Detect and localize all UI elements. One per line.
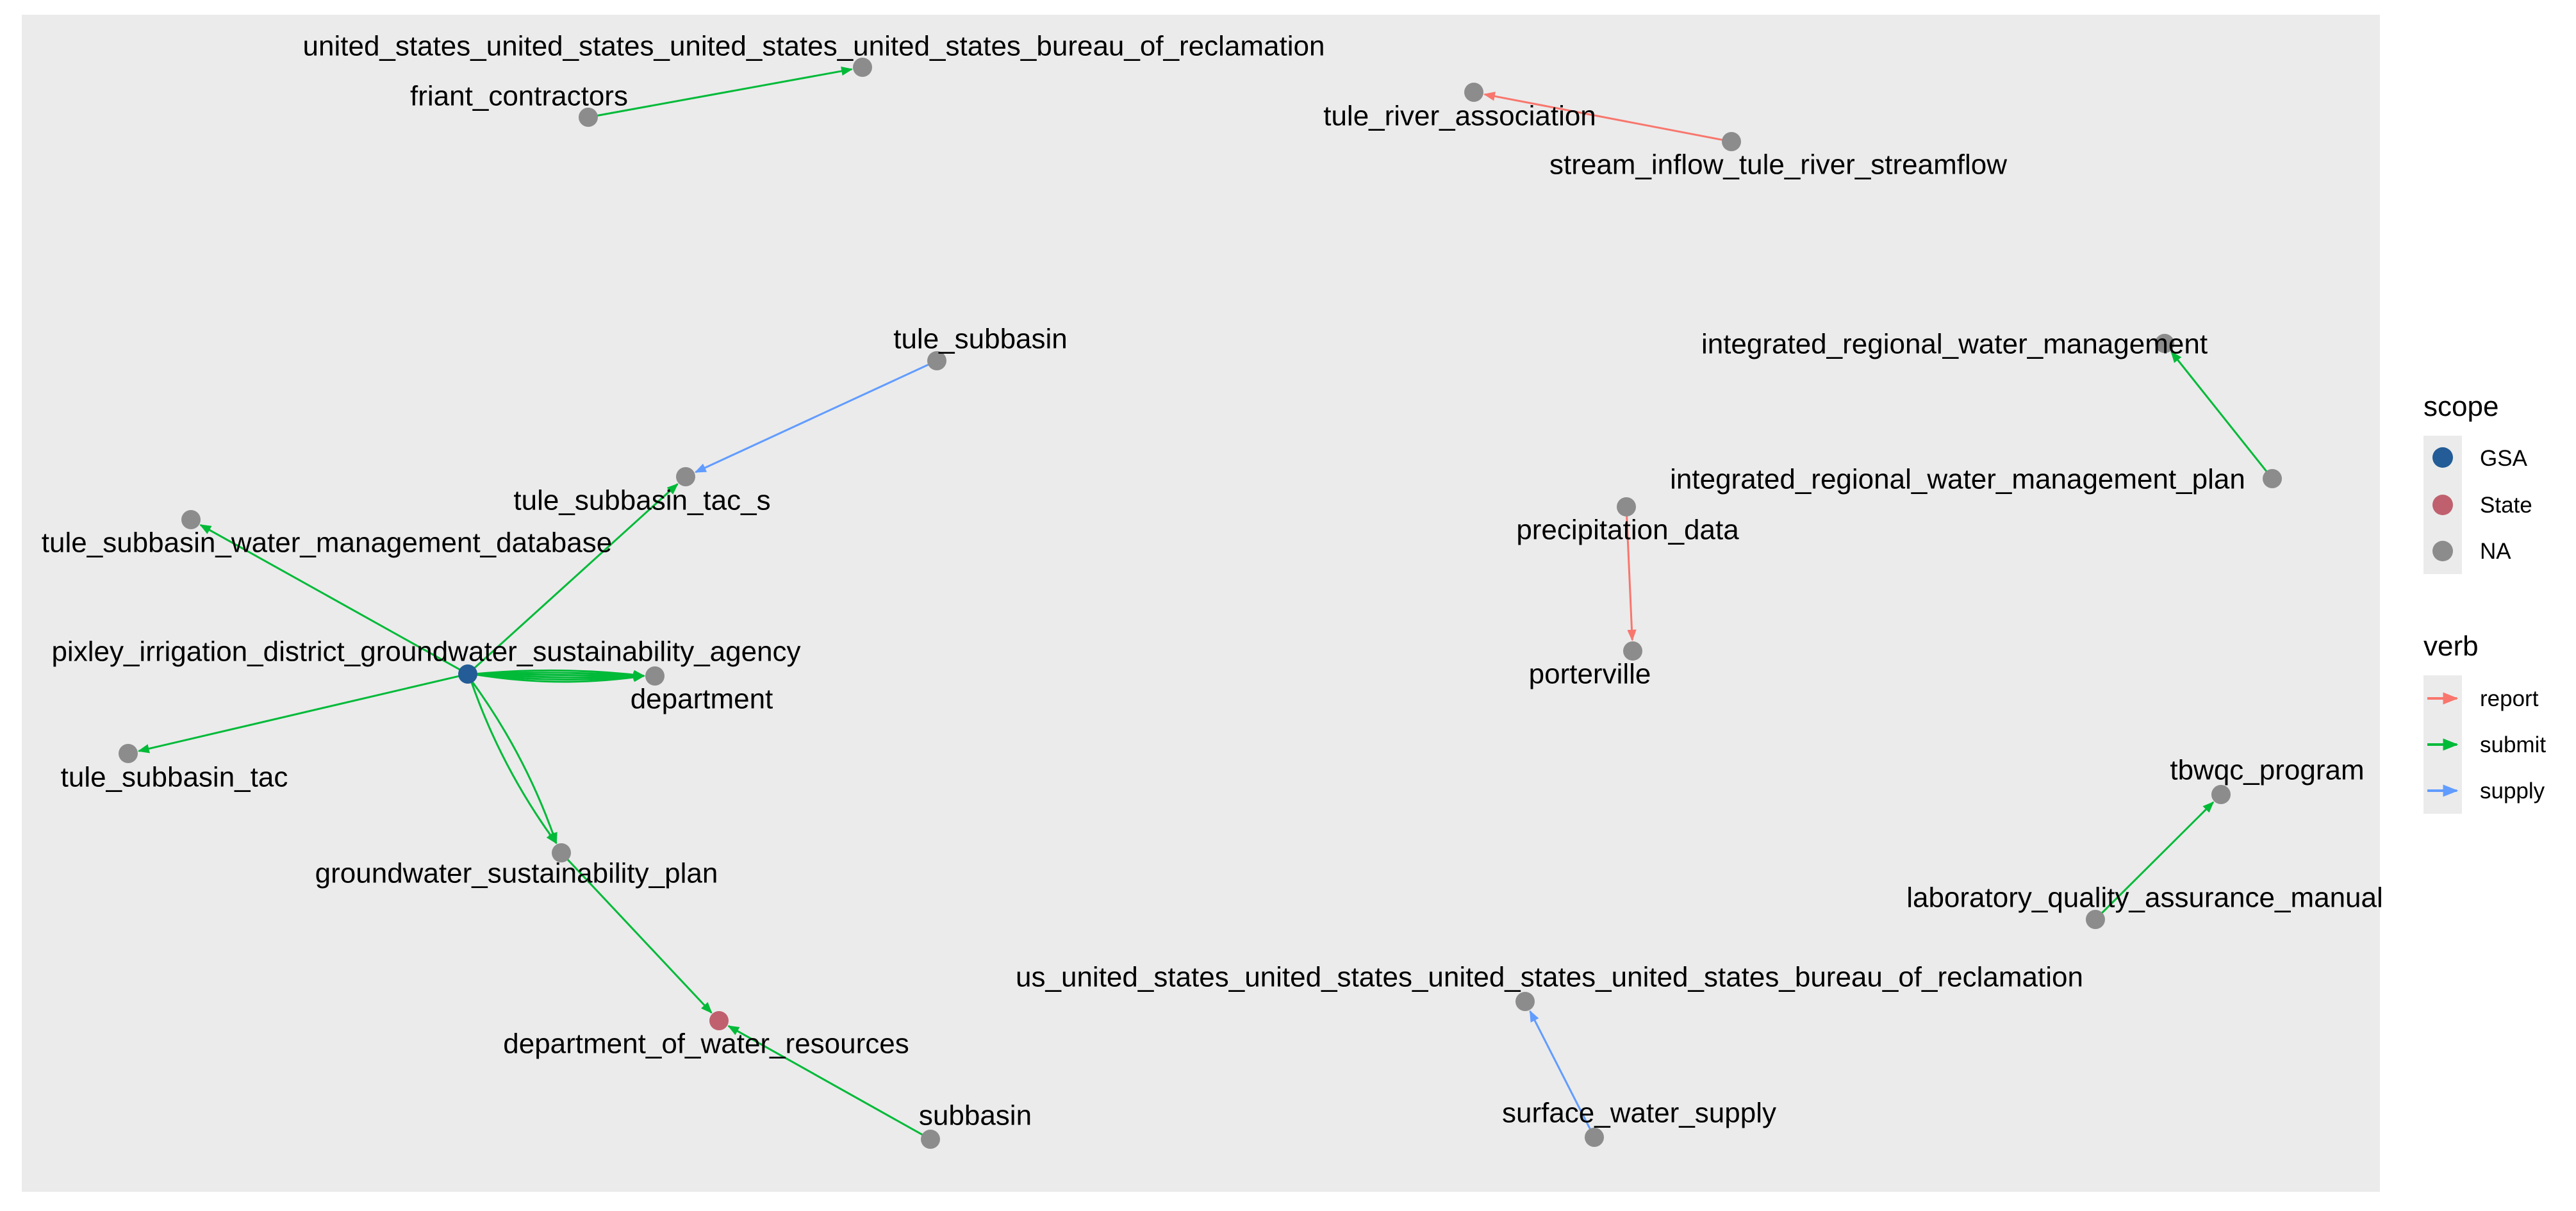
verb-legend-item-submit: submit [2423,721,2546,768]
node-label-tsub: tule_subbasin [893,324,1068,355]
edge-submit [2170,350,2270,475]
node-dept [645,666,665,686]
node-tsubtacs [676,467,695,486]
node-label-lqam: laboratory_quality_assurance_manual [1906,882,2383,914]
edge-submit [469,679,557,844]
node-usbr2 [1515,992,1535,1011]
scope-legend: scope GSA State NA [2423,391,2532,574]
scope-legend-item-na: NA [2423,528,2511,574]
scope-legend-item-gsa: GSA [2423,436,2528,482]
node-label-subbasin: subbasin [919,1100,1032,1132]
edge-submit [565,856,713,1014]
node-lqam [2086,910,2105,929]
edge-submit [199,523,463,672]
node-stream [1722,132,1741,151]
labels-layer: pixley_irrigation_district_groundwater_s… [42,31,2383,1132]
scope-legend-label: NA [2480,539,2511,564]
node-precip [1617,497,1636,516]
node-label-tsubtacs: tule_subbasin_tac_s [513,485,770,516]
node-friant [579,108,598,127]
node-label-stream: stream_inflow_tule_river_streamflow [1549,149,2007,181]
node-label-usbr1: united_states_united_states_united_state… [303,31,1325,62]
node-irwm [2155,334,2174,353]
scope-legend-label: GSA [2480,446,2528,471]
edge-submit [473,671,645,680]
node-tbwqc [2211,785,2231,804]
nodes-layer [119,58,2282,1149]
edge-submit [2099,801,2215,916]
node-tswmd [181,510,201,529]
edge-submit [593,66,854,117]
node-label-gsp: groundwater_sustainability_plan [315,858,718,889]
node-label-friant: friant_contractors [410,81,628,112]
edge-report [1625,512,1637,641]
verb-legend: verb report submit supply [2423,630,2546,814]
edge-submit [469,679,557,844]
edge-submit [473,672,645,682]
node-label-precip: precipitation_data [1516,515,1739,546]
edge-submit [471,483,679,671]
edge-submit [473,671,645,681]
node-label-dept: department [631,684,773,715]
node-label-sws: surface_water_supply [1502,1098,1776,1129]
verb-legend-label: report [2480,686,2539,711]
node-label-irwm: integrated_regional_water_management [1701,329,2208,360]
node-tsubtac [119,744,138,763]
node-dwr [709,1011,729,1030]
verb-legend-label: submit [2480,732,2546,757]
edge-submit [473,669,645,680]
node-porter [1623,641,1642,661]
plot-panel [22,15,2380,1192]
edge-report [1483,92,1726,142]
node-gsp [552,843,571,862]
verb-legend-title: verb [2423,630,2479,662]
scope-state-swatch [2432,495,2453,515]
scope-legend-title: scope [2423,391,2498,422]
node-tsub [927,351,946,370]
node-pixley [458,664,477,684]
edge-supply [1529,1010,1593,1133]
node-usbr1 [853,58,872,77]
node-label-tswmd: tule_subbasin_water_management_database [42,527,612,559]
verb-legend-item-report: report [2423,675,2539,721]
node-label-tsubtac: tule_subbasin_tac [61,762,288,793]
edge-supply [694,362,932,474]
node-label-irwmp: integrated_regional_water_management_pla… [1670,464,2245,495]
node-irwmp [2263,469,2282,488]
node-label-tbwqc: tbwqc_program [2170,755,2364,786]
scope-gsa-swatch [2432,447,2453,468]
verb-legend-label: supply [2480,778,2545,803]
scope-legend-item-state: State [2423,482,2532,528]
node-subbasin [921,1130,940,1149]
edge-submit [473,673,645,683]
node-label-dwr: department_of_water_resources [503,1028,909,1060]
edge-submit [727,1025,926,1137]
node-tra [1464,83,1483,102]
node-label-tra: tule_river_association [1323,101,1596,132]
node-sws [1585,1128,1604,1147]
node-label-pixley: pixley_irrigation_district_groundwater_s… [51,636,800,668]
node-label-usbr2: us_united_states_united_states_united_st… [1016,962,2083,993]
edge-submit [137,674,463,754]
node-label-porter: porterville [1529,659,1651,690]
scope-na-swatch [2432,541,2453,561]
edges-layer [137,66,2270,1137]
edge-submit [473,670,645,680]
scope-legend-label: State [2480,493,2532,518]
verb-legend-item-supply: supply [2423,768,2545,814]
